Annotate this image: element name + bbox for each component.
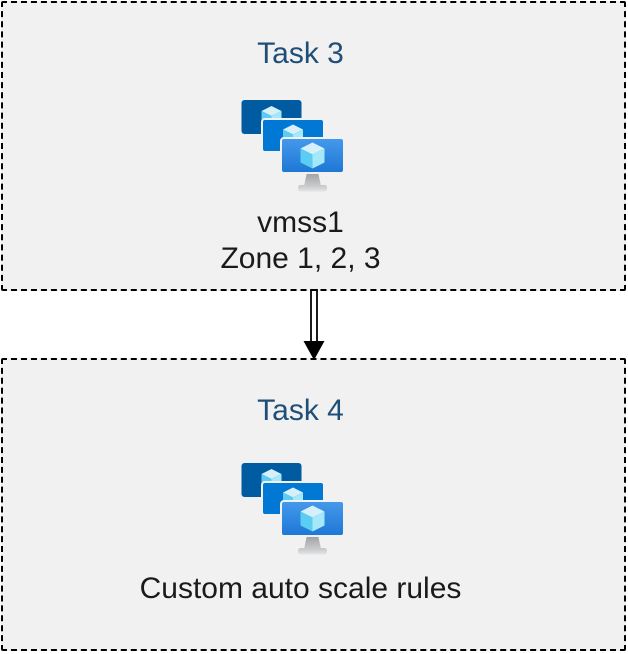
vm-scale-sets-icon [241, 461, 345, 557]
task-3-labels: vmss1 Zone 1, 2, 3 [220, 205, 380, 277]
autoscale-rules-label: Custom auto scale rules [139, 572, 462, 605]
task-3-title: Task 3 [257, 37, 344, 70]
vmss-name-label: vmss1 [257, 206, 344, 239]
task-3-box: Task 3 vmss1 Zone 1, 2, 3 [1, 1, 626, 291]
down-arrow-icon [303, 289, 325, 360]
vm-scale-sets-icon [241, 98, 345, 194]
task-4-title: Task 4 [257, 394, 344, 427]
task-4-labels: Custom auto scale rules [140, 571, 462, 607]
zones-label: Zone 1, 2, 3 [220, 242, 381, 275]
task-4-box: Task 4 Custom auto scale rules [1, 358, 626, 651]
